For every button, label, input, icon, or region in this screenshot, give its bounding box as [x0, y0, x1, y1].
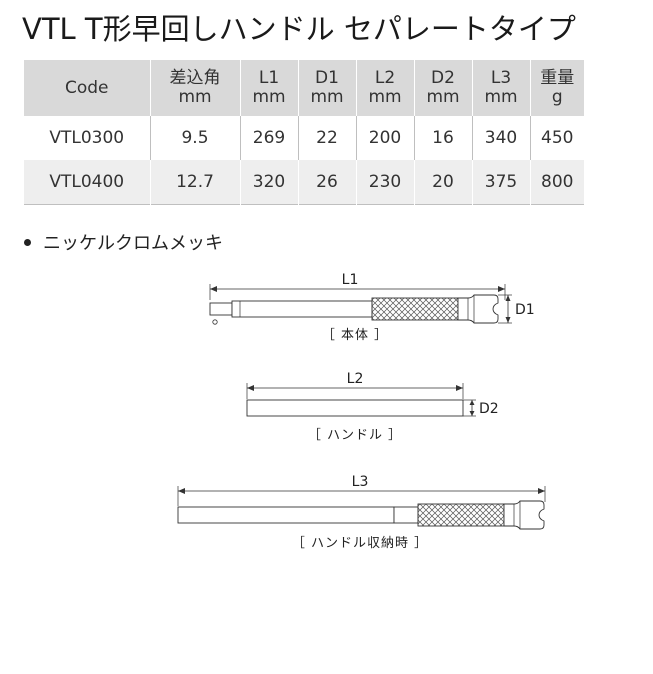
table-cell: 20 [413, 160, 472, 204]
stored-head [503, 500, 545, 530]
finish-note: ニッケルクロムメッキ [24, 229, 223, 255]
handle-caption: ［ ハンドル ］ [308, 428, 402, 443]
square-drive-tip [209, 302, 233, 316]
header-unit: mm [426, 87, 460, 107]
d1-arrowheads [505, 295, 511, 323]
finish-text: ニッケルクロムメッキ [43, 233, 223, 254]
header-unit: mm [310, 87, 344, 107]
table-cell: 200 [355, 116, 414, 160]
body-head [457, 294, 499, 324]
stored-handle-bar [177, 506, 395, 524]
header-label: L1 [258, 68, 280, 88]
header-label: L2 [374, 68, 396, 88]
handle-drawing: L2 D2 ［ ハンドル ］ [246, 371, 499, 443]
header-unit: mm [368, 87, 402, 107]
table-cell: 320 [239, 160, 298, 204]
body-drawing: L1 D1 ［ 本体 ］ [209, 272, 535, 343]
stored-drawing: L3 ［ ハンドル収納時 ］ [177, 474, 546, 551]
table-cell: 26 [297, 160, 356, 204]
table-cell: 22 [297, 116, 356, 160]
page-title: VTL T形早回しハンドル セパレートタイプ [22, 12, 576, 46]
table-cell: VTL0300 [24, 116, 150, 160]
d2-label: D2 [479, 401, 499, 417]
header-label: L3 [490, 68, 512, 88]
header-unit: mm [252, 87, 286, 107]
table-cell: 340 [471, 116, 530, 160]
header-label: 差込角 [169, 68, 221, 88]
handle-bar [246, 399, 464, 417]
stored-caption: ［ ハンドル収納時 ］ [292, 536, 428, 551]
body-shaft [231, 300, 373, 318]
knurled-grip [371, 297, 459, 321]
l1-label: L1 [342, 272, 359, 288]
table-cell: 800 [529, 160, 584, 204]
header-label: D2 [431, 68, 455, 88]
header-label: 重量 [540, 68, 575, 88]
header-label: Code [64, 77, 109, 98]
stored-knurled-grip [417, 503, 505, 527]
ball-detent-icon [212, 319, 218, 325]
header-label: D1 [315, 68, 339, 88]
bullet-dot-icon [24, 238, 31, 246]
table-cell: VTL0400 [49, 171, 125, 192]
table-row: VTL0400 12.7 320 26 230 20 375 800 [24, 160, 584, 204]
table-cell: 375 [471, 160, 530, 204]
header-unit: mm [484, 87, 518, 107]
d1-label: D1 [515, 302, 535, 318]
body-caption: ［ 本体 ］ [322, 328, 388, 343]
header-unit: mm [178, 87, 212, 107]
table-cell: 450 [529, 116, 584, 160]
header-code: Code [24, 60, 150, 116]
table-cell: 230 [355, 160, 414, 204]
stored-shaft [393, 506, 419, 524]
table-cell: 12.7 [149, 160, 240, 204]
table-row: VTL0300 9.5 269 22 200 16 340 450 [24, 116, 584, 160]
d2-arrowheads [469, 400, 475, 416]
table-cell: 16 [413, 116, 472, 160]
header-unit: g [551, 87, 563, 107]
l2-label: L2 [347, 371, 364, 387]
l3-label: L3 [352, 474, 369, 490]
table-cell: 269 [239, 116, 298, 160]
table-cell: 9.5 [149, 116, 240, 160]
